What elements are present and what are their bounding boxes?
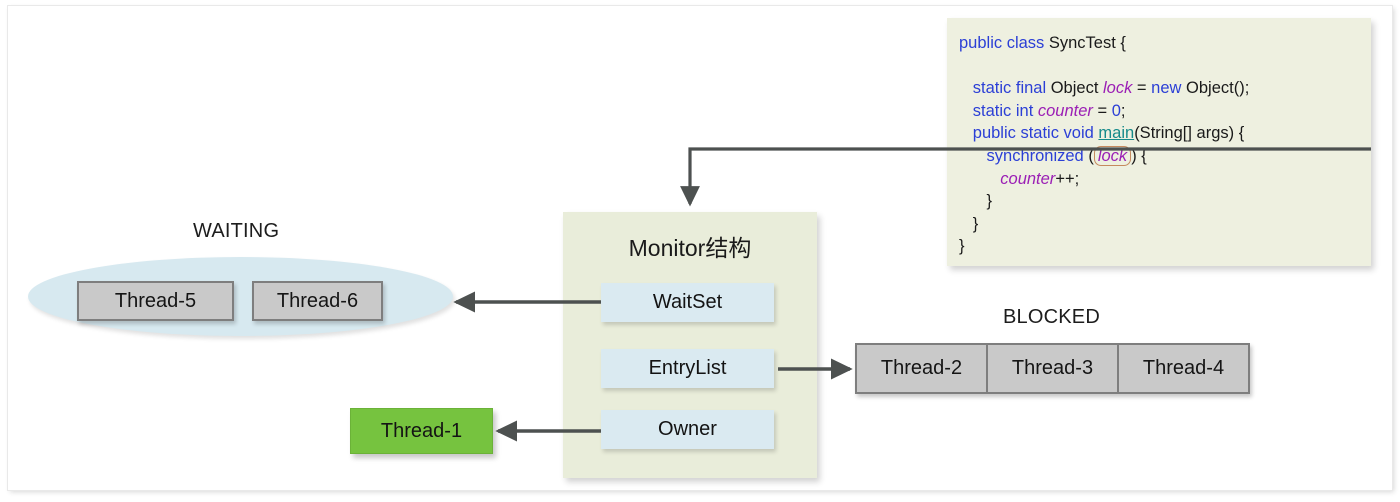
code-token <box>959 102 973 120</box>
code-token: static final <box>972 79 1051 98</box>
code-token: new <box>1151 79 1187 98</box>
monitor-slot-owner[interactable]: Owner <box>601 410 774 449</box>
monitor-slot-entrylist[interactable]: EntryList <box>601 349 774 388</box>
waiting-state-label: WAITING <box>193 220 280 242</box>
code-line <box>959 55 1371 78</box>
code-token: ( <box>1083 146 1094 165</box>
code-token: lock <box>1103 79 1133 98</box>
code-token: 0 <box>1111 101 1121 120</box>
code-line: } <box>959 190 1371 213</box>
code-line: synchronized (lock) { <box>959 145 1371 168</box>
code-token: ; <box>1120 101 1126 120</box>
code-token: } <box>959 237 965 256</box>
code-token: public class <box>959 34 1049 52</box>
code-line: counter++; <box>959 168 1371 191</box>
code-token <box>959 147 987 165</box>
monitor-slot-waitset[interactable]: WaitSet <box>601 283 774 322</box>
code-line: public class SyncTest { <box>959 32 1371 55</box>
code-token: public static void <box>972 124 1099 143</box>
code-token <box>959 170 1000 188</box>
code-token: } <box>959 192 993 211</box>
code-line: } <box>959 213 1371 236</box>
blocked-state-label: BLOCKED <box>1003 306 1100 328</box>
code-token: static int <box>972 101 1038 120</box>
code-token: (String[] args) { <box>1134 124 1245 143</box>
code-token: = <box>1092 101 1112 120</box>
code-token: Object <box>1050 79 1103 98</box>
code-token: ) { <box>1131 146 1147 165</box>
code-line: public static void main(String[] args) { <box>959 122 1371 145</box>
code-token: main <box>1098 124 1135 143</box>
code-line: static int counter = 0; <box>959 100 1371 123</box>
code-token: ++; <box>1055 169 1080 188</box>
thread-chip-blocked-2[interactable]: Thread-3 <box>986 343 1119 394</box>
thread-chip-blocked-1[interactable]: Thread-2 <box>855 343 988 394</box>
code-token: = <box>1132 79 1152 98</box>
code-line: } <box>959 235 1371 258</box>
thread-chip-blocked-3[interactable]: Thread-4 <box>1117 343 1250 394</box>
monitor-structure-box: Monitor结构 WaitSet EntryList Owner <box>563 212 817 478</box>
java-code-panel: public class SyncTest { static final Obj… <box>947 18 1371 266</box>
code-token: synchronized <box>986 146 1084 165</box>
code-line: static final Object lock = new Object(); <box>959 77 1371 100</box>
code-token: Object(); <box>1186 79 1250 98</box>
code-token: counter <box>1000 169 1056 188</box>
monitor-title: Monitor结构 <box>628 235 752 261</box>
code-token <box>959 79 973 97</box>
thread-chip-owner[interactable]: Thread-1 <box>350 408 493 454</box>
blocked-queue: Thread-2 Thread-3 Thread-4 <box>855 343 1250 394</box>
code-token: SyncTest { <box>1048 34 1126 52</box>
code-token: } <box>959 214 979 233</box>
code-token: counter <box>1037 101 1093 120</box>
thread-chip-waiting-1[interactable]: Thread-5 <box>77 281 234 321</box>
thread-chip-waiting-2[interactable]: Thread-6 <box>252 281 383 321</box>
code-token: lock <box>1093 145 1132 166</box>
code-token <box>959 124 973 142</box>
